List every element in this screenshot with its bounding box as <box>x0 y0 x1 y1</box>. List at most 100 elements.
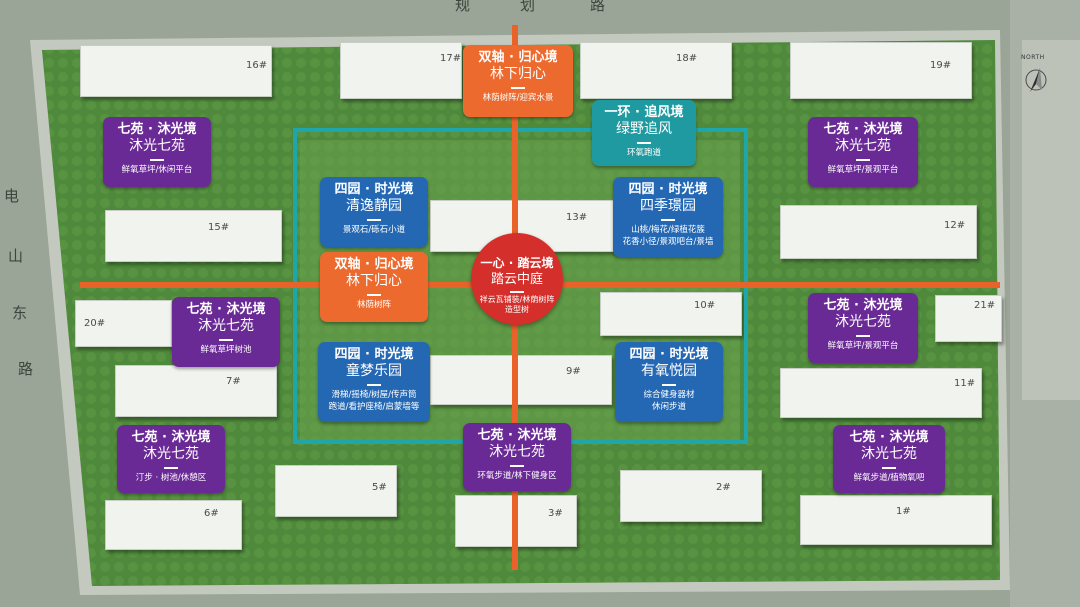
building-9 <box>430 355 612 405</box>
zone-desc: 鲜氧草坪/休闲平台 <box>121 165 193 175</box>
zone-garden-sw: 四园 · 时光境 童梦乐园 滑梯/摇椅/树屋/传声筒 跑道/看护座椅/启蒙墙等 <box>318 342 430 422</box>
building-label: 7# <box>226 376 241 387</box>
zone-desc-line2: 休闲步道 <box>651 402 686 412</box>
building-label: 15# <box>208 222 230 233</box>
building-10 <box>600 292 742 336</box>
zone-desc-line1: 滑梯/摇椅/树屋/传声筒 <box>331 390 417 400</box>
zone-title: 四园 · 时光境 <box>334 182 414 197</box>
zone-name: 有氧悦园 <box>641 363 697 379</box>
zone-title: 四园 · 时光境 <box>629 347 709 362</box>
zone-core: 一心 · 踏云境 踏云中庭 祥云瓦铺装/林荫树阵 造型树 <box>471 233 563 325</box>
zone-desc: 鲜氧步道/植物氧吧 <box>853 473 925 483</box>
zone-title: 七苑 · 沐光境 <box>823 298 903 313</box>
road-label-north-2: 划 <box>520 0 536 14</box>
zone-divider <box>661 219 675 221</box>
zone-desc: 汀步 · 树池/休憩区 <box>135 473 207 483</box>
building-label: 1# <box>896 506 911 517</box>
zone-desc: 鲜氧草坪/景观平台 <box>827 341 899 351</box>
zone-divider <box>856 159 870 161</box>
building-7 <box>115 365 277 417</box>
zone-name: 清逸静园 <box>346 198 402 214</box>
zone-axis-top: 双轴 · 归心境 林下归心 林荫树阵/迎宾水景 <box>463 45 573 117</box>
zone-divider <box>367 384 381 386</box>
building-18 <box>580 42 732 99</box>
zone-divider <box>367 294 381 296</box>
zone-divider <box>510 291 524 293</box>
building-label: 13# <box>566 212 588 223</box>
building-label: 5# <box>372 482 387 493</box>
zone-divider <box>637 142 651 144</box>
road-label-north-3: 路 <box>590 0 606 14</box>
zone-ring: 一环 · 追风境 绿野追风 环氧跑道 <box>592 100 696 166</box>
zone-desc: 环氧跑道 <box>626 148 661 158</box>
zone-desc: 环氧步道/林下健身区 <box>477 471 557 481</box>
building-6 <box>105 500 242 550</box>
zone-name: 沐光七苑 <box>861 446 917 462</box>
zone-title: 七苑 · 沐光境 <box>186 302 266 317</box>
building-12 <box>780 205 977 259</box>
building-label: 9# <box>566 366 581 377</box>
zone-desc-line2: 跑道/看护座椅/启蒙墙等 <box>328 402 420 412</box>
zone-yard-5: 七苑 · 沐光境 沐光七苑 汀步 · 树池/休憩区 <box>117 425 225 493</box>
road-label-west-3: 东 <box>12 304 28 322</box>
building-label: 20# <box>84 318 106 329</box>
zone-name: 绿野追风 <box>616 121 672 137</box>
zone-desc: 鲜氧草坪树池 <box>200 345 252 355</box>
building-label: 6# <box>204 508 219 519</box>
building-21 <box>935 295 1002 342</box>
road-label-west-2: 山 <box>8 247 24 265</box>
building-label: 16# <box>246 60 268 71</box>
zone-name: 童梦乐园 <box>346 363 402 379</box>
zone-title: 四园 · 时光境 <box>628 182 708 197</box>
zone-desc-line1: 祥云瓦铺装/林荫树阵 <box>479 295 555 304</box>
zone-title: 七苑 · 沐光境 <box>849 430 929 445</box>
zone-title: 七苑 · 沐光境 <box>477 428 557 443</box>
building-2 <box>620 470 762 522</box>
zone-name: 沐光七苑 <box>143 446 199 462</box>
building-label: 10# <box>694 300 716 311</box>
building-label: 2# <box>716 482 731 493</box>
zone-divider <box>511 87 525 89</box>
zone-divider <box>882 467 896 469</box>
zone-name: 沐光七苑 <box>489 444 545 460</box>
building-19 <box>790 42 972 99</box>
zone-title: 一心 · 踏云境 <box>480 256 554 270</box>
zone-desc-line1: 山桃/梅花/绿植花簇 <box>631 225 705 235</box>
road-label-north-1: 规 <box>455 0 471 14</box>
zone-desc: 林荫树阵 <box>356 300 391 310</box>
building-1 <box>800 495 992 545</box>
zone-yard-6: 七苑 · 沐光境 沐光七苑 环氧步道/林下健身区 <box>463 423 571 491</box>
building-20 <box>75 300 172 347</box>
zone-divider <box>367 219 381 221</box>
zone-yard-2: 七苑 · 沐光境 沐光七苑 鲜氧草坪/景观平台 <box>808 117 918 187</box>
zone-desc-line2: 花香小径/景观吧台/景墙 <box>622 237 714 247</box>
building-label: 17# <box>440 53 462 64</box>
north-compass: NORTH <box>1018 50 1054 106</box>
building-label: 12# <box>944 220 966 231</box>
zone-title: 双轴 · 归心境 <box>334 257 414 272</box>
zone-name: 林下归心 <box>490 66 546 82</box>
building-label: 18# <box>676 53 698 64</box>
road-label-west-4: 路 <box>18 360 34 378</box>
zone-yard-7: 七苑 · 沐光境 沐光七苑 鲜氧步道/植物氧吧 <box>833 425 945 493</box>
zone-desc-line1: 综合健身器材 <box>643 390 695 400</box>
zone-name: 四季璟园 <box>640 198 696 214</box>
zone-title: 七苑 · 沐光境 <box>823 122 903 137</box>
zone-yard-4: 七苑 · 沐光境 沐光七苑 鲜氧草坪/景观平台 <box>808 293 918 363</box>
zone-name: 林下归心 <box>346 273 402 289</box>
zone-title: 双轴 · 归心境 <box>478 50 558 65</box>
building-5 <box>275 465 397 517</box>
building-17 <box>340 42 462 99</box>
zone-axis-mid: 双轴 · 归心境 林下归心 林荫树阵 <box>320 252 428 322</box>
zone-divider <box>164 467 178 469</box>
zone-divider <box>510 465 524 467</box>
compass-arrow-icon <box>1025 68 1047 92</box>
zone-title: 七苑 · 沐光境 <box>131 430 211 445</box>
zone-desc: 鲜氧草坪/景观平台 <box>827 165 899 175</box>
zone-name: 踏云中庭 <box>490 272 543 287</box>
building-label: 3# <box>548 508 563 519</box>
zone-yard-1: 七苑 · 沐光境 沐光七苑 鲜氧草坪/休闲平台 <box>103 117 211 187</box>
zone-divider <box>662 384 676 386</box>
zone-garden-se: 四园 · 时光境 有氧悦园 综合健身器材 休闲步道 <box>615 342 723 422</box>
building-15 <box>105 210 282 262</box>
